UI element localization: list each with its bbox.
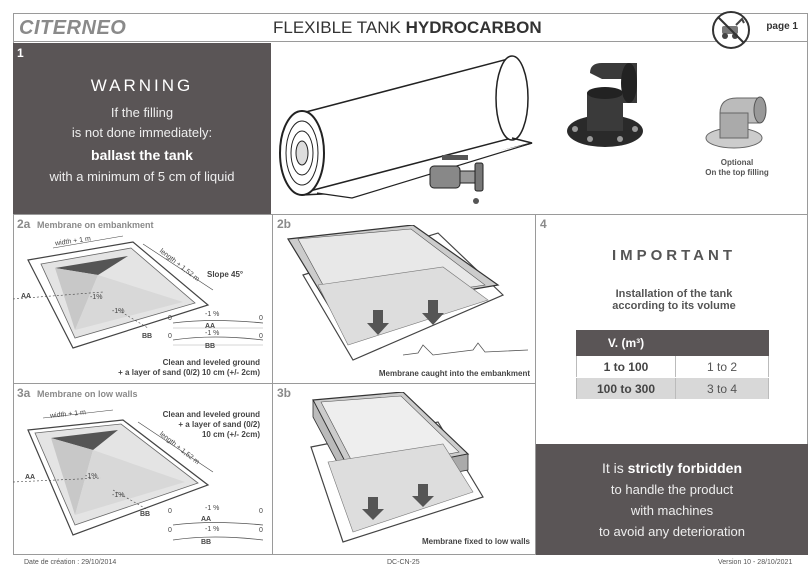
divider bbox=[272, 214, 273, 555]
profile-percent: -1 % bbox=[205, 311, 220, 318]
profile-zero: 0 bbox=[259, 508, 263, 515]
section-title: Membrane on low walls bbox=[37, 389, 138, 399]
header-volume: V. (m³) bbox=[576, 330, 676, 356]
profile-zero: 0 bbox=[168, 315, 172, 322]
volume-table: V. (m³) 1 to 100 1 to 2 100 to 300 3 to … bbox=[576, 330, 769, 400]
low-walls-diagram bbox=[13, 409, 264, 541]
title-light: FLEXIBLE TANK bbox=[273, 18, 401, 37]
slope-percent: -1% bbox=[112, 308, 125, 315]
subtitle-line: according to its volume bbox=[612, 300, 736, 312]
profile-zero: 0 bbox=[168, 527, 172, 534]
forbid-emphasis: strictly forbidden bbox=[627, 460, 743, 476]
ground-caption: Clean and leveled ground + a layer of sa… bbox=[110, 410, 260, 440]
forbid-line: to handle the product bbox=[610, 482, 734, 497]
forbid-pre: It is bbox=[601, 460, 628, 476]
no-machine-icon bbox=[712, 11, 750, 49]
header-blank bbox=[675, 330, 769, 356]
caption-line: Clean and leveled ground bbox=[162, 358, 260, 367]
table-row: 100 to 300 3 to 4 bbox=[576, 377, 769, 400]
footer-version: Version 10 - 28/10/2021 bbox=[718, 559, 793, 566]
warning-line: with a minimum of 5 cm of liquid bbox=[49, 169, 235, 184]
tank-roll bbox=[279, 55, 533, 199]
section-number: 3a bbox=[17, 386, 31, 400]
optional-title: Optional bbox=[720, 158, 754, 167]
footer-created: Date de création : 29/10/2014 bbox=[24, 559, 117, 566]
page-title: FLEXIBLE TANK HYDROCARBON bbox=[273, 18, 542, 38]
profile-percent: -1 % bbox=[205, 330, 220, 337]
profile-percent: -1 % bbox=[205, 526, 220, 533]
important-subtitle: Installation of the tank according to it… bbox=[540, 288, 808, 312]
caption-line: 10 cm (+/- 2cm) bbox=[201, 430, 260, 439]
title-bold: HYDROCARBON bbox=[405, 18, 542, 37]
profile-zero: 0 bbox=[168, 508, 172, 515]
warning-line: is not done immediately: bbox=[71, 125, 213, 140]
slope-label: Slope 45° bbox=[207, 270, 244, 279]
section-number: 3b bbox=[277, 386, 292, 400]
warning-title: WARNING bbox=[90, 76, 194, 95]
section-marker-aa: AA bbox=[21, 293, 32, 300]
section-number: 1 bbox=[17, 46, 24, 60]
table-row: 1 to 100 1 to 2 bbox=[576, 355, 769, 378]
embankment-install-diagram bbox=[286, 225, 529, 361]
low-walls-install-diagram bbox=[310, 392, 484, 543]
optional-subtitle: On the top filling bbox=[705, 168, 769, 177]
embankment-diagram bbox=[13, 235, 264, 349]
volume-cell: 100 to 300 bbox=[576, 377, 676, 400]
warning-panel: 1 WARNING If the filling is not done imm… bbox=[13, 43, 271, 214]
section-marker-bb: BB bbox=[142, 333, 153, 340]
forbid-line: It is strictly forbidden bbox=[536, 460, 808, 476]
top-fitting bbox=[567, 63, 643, 147]
caption-line: + a layer of sand (0/2) 10 cm (+/- 2cm) bbox=[118, 368, 260, 377]
profile-bb: BB bbox=[201, 539, 212, 546]
caption-2b: Membrane caught into the embankment bbox=[378, 369, 530, 378]
section-number: 4 bbox=[540, 217, 547, 231]
caption-line: + a layer of sand (0/2) bbox=[178, 420, 260, 429]
optional-fitting bbox=[705, 96, 767, 149]
profile-percent: -1 % bbox=[205, 505, 220, 512]
profile-aa: AA bbox=[205, 323, 216, 330]
profile-bb: BB bbox=[205, 343, 216, 350]
value-cell: 1 to 2 bbox=[675, 355, 769, 378]
volume-cell: 1 to 100 bbox=[576, 355, 676, 378]
forbidden-panel: It is strictly forbidden to handle the p… bbox=[536, 444, 808, 555]
profile-zero: 0 bbox=[259, 527, 263, 534]
section-marker-aa: AA bbox=[25, 474, 36, 481]
table-header: V. (m³) bbox=[576, 330, 769, 356]
warning-emphasis: ballast the tank bbox=[91, 147, 193, 163]
profile-zero: 0 bbox=[259, 315, 263, 322]
important-title: IMPORTANT bbox=[611, 247, 737, 264]
subtitle-line: Installation of the tank bbox=[615, 288, 733, 300]
forbid-line: with machines bbox=[630, 503, 714, 518]
caption-3b: Membrane fixed to low walls bbox=[421, 537, 530, 546]
footer-code: DC-CN-25 bbox=[387, 559, 420, 566]
optional-label: Optional On the top filling bbox=[692, 158, 782, 178]
divider bbox=[535, 214, 536, 555]
profile-zero: 0 bbox=[168, 333, 172, 340]
section-title: Membrane on embankment bbox=[37, 220, 154, 230]
slope-percent: -1% bbox=[112, 492, 125, 499]
slope-percent: -1% bbox=[85, 473, 98, 480]
logo: CITERNEO bbox=[19, 17, 127, 39]
header: CITERNEO FLEXIBLE TANK HYDROCARBON page … bbox=[13, 11, 808, 49]
profile-aa: AA bbox=[201, 516, 212, 523]
warning-line: If the filling bbox=[110, 105, 174, 120]
ground-caption: Clean and leveled ground + a layer of sa… bbox=[80, 358, 260, 378]
rolled-tank-illustration bbox=[279, 55, 767, 204]
section-marker-bb: BB bbox=[140, 511, 151, 518]
section-number: 2a bbox=[17, 217, 31, 231]
profile-zero: 0 bbox=[259, 333, 263, 340]
divider bbox=[13, 383, 535, 384]
section-number: 2b bbox=[277, 217, 292, 231]
page-number: page 1 bbox=[766, 21, 798, 32]
divider bbox=[13, 214, 808, 215]
caption-line: Clean and leveled ground bbox=[162, 410, 260, 419]
forbid-line: to avoid any deterioration bbox=[599, 524, 745, 539]
value-cell: 3 to 4 bbox=[675, 377, 769, 400]
slope-percent: -1% bbox=[90, 294, 103, 301]
valve bbox=[429, 155, 484, 204]
